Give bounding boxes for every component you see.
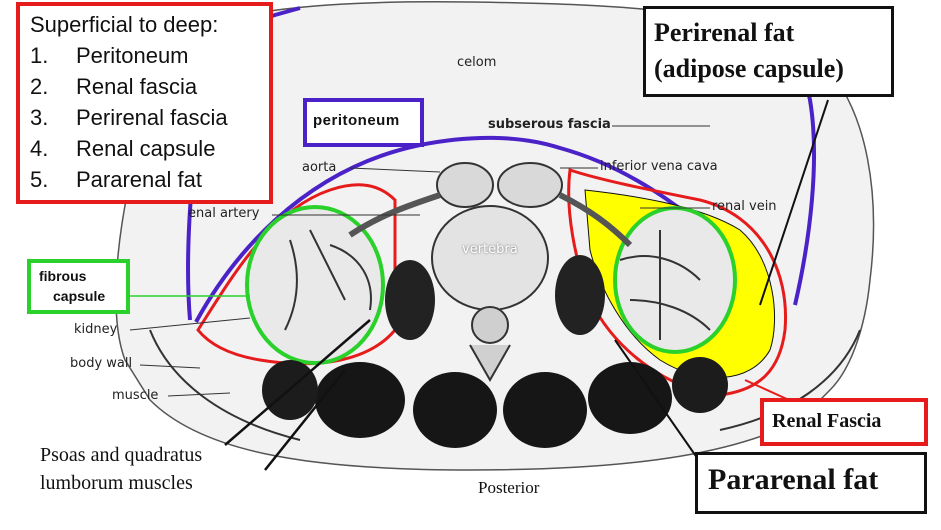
- back-muscle-2: [413, 372, 497, 448]
- perirenal-fat-line2: (adipose capsule): [654, 54, 844, 83]
- label-kidney: kidney: [74, 322, 118, 337]
- perirenal-fat-line1: Perirenal fat: [654, 18, 795, 47]
- ivc-vessel: [497, 162, 563, 208]
- left-kidney: [245, 205, 385, 365]
- perirenal-fat-callout: Perirenal fat (adipose capsule): [643, 6, 894, 97]
- label-aorta: aorta: [302, 160, 337, 175]
- label-inferior-vena-cava: inferior vena cava: [600, 159, 718, 174]
- leader-body-wall: [139, 364, 201, 369]
- layer-order-item: 5. Pararenal fat: [30, 164, 259, 195]
- renal-fascia-callout: Renal Fascia: [760, 398, 928, 446]
- layer-order-item: 1. Peritoneum: [30, 40, 259, 71]
- item-text: Peritoneum: [76, 43, 189, 68]
- layer-order-item: 3. Perirenal fascia: [30, 102, 259, 133]
- renal-fascia-text: Renal Fascia: [772, 410, 882, 432]
- layer-order-item: 2. Renal fascia: [30, 71, 259, 102]
- pararenal-fat-callout: Pararenal fat: [695, 452, 927, 514]
- label-psoas-line1: Psoas and quadratus: [40, 444, 203, 466]
- leader-pararenal: [614, 339, 701, 463]
- label-muscle: muscle: [112, 388, 159, 403]
- label-renal-artery: enal artery: [188, 206, 260, 221]
- item-number: 1.: [30, 43, 49, 68]
- layer-order-heading: Superficial to deep:: [30, 12, 219, 37]
- layer-order-item: 4. Renal capsule: [30, 133, 259, 164]
- right-kidney: [613, 206, 737, 354]
- label-body-wall: body wall: [70, 356, 133, 371]
- psoas-muscle-left: [385, 260, 435, 340]
- leader-muscle: [167, 392, 231, 397]
- right-kidney-hilum: [619, 230, 711, 340]
- back-muscle-3: [503, 372, 587, 448]
- spinal-canal: [471, 306, 509, 344]
- label-posterior: Posterior: [478, 478, 540, 497]
- item-text: Perirenal fascia: [76, 105, 228, 130]
- body-wall-right: [719, 329, 861, 431]
- back-muscle-1: [315, 362, 405, 438]
- item-number: 3.: [30, 105, 49, 130]
- spinous-process: [469, 344, 511, 383]
- item-text: Renal fascia: [76, 74, 198, 99]
- fibrous-capsule-line2: capsule: [53, 288, 106, 304]
- item-number: 4.: [30, 136, 49, 161]
- leader-perirenal-fat: [759, 99, 829, 306]
- leader-aorta: [349, 167, 441, 173]
- label-subserous-fascia: subserous fascia: [488, 117, 611, 132]
- fibrous-capsule-line1: fibrous: [39, 268, 87, 284]
- pararenal-fat-text: Pararenal fat: [708, 463, 879, 496]
- renal-artery-vessel: [348, 192, 441, 238]
- item-number: 2.: [30, 74, 49, 99]
- layer-order-box: Superficial to deep: 1. Peritoneum 2. Rena…: [16, 2, 273, 204]
- leader-psoas-2: [264, 369, 346, 471]
- vertebra-body: [431, 205, 549, 311]
- body-wall-left: [149, 329, 301, 441]
- peritoneum-callout: peritoneum: [303, 98, 424, 147]
- label-renal-vein: renal vein: [712, 199, 777, 214]
- psoas-muscle-right: [555, 255, 605, 335]
- item-text: Renal capsule: [76, 136, 216, 161]
- label-psoas-line2: lumborum muscles: [40, 472, 193, 494]
- label-vertebra: vertebra: [462, 242, 518, 257]
- fibrous-capsule-callout: fibrous capsule: [27, 259, 130, 314]
- back-muscle-4: [588, 362, 672, 434]
- peritoneum-callout-text: peritoneum: [313, 112, 400, 129]
- item-text: Pararenal fat: [76, 167, 202, 192]
- left-kidney-hilum: [284, 229, 372, 331]
- leader-psoas-1: [224, 319, 371, 446]
- aorta-vessel: [436, 162, 494, 208]
- quadratus-muscle-right: [672, 357, 728, 413]
- renal-vein-vessel: [558, 192, 633, 248]
- item-number: 5.: [30, 167, 49, 192]
- leader-kidney: [129, 317, 251, 331]
- label-celom: celom: [457, 55, 497, 70]
